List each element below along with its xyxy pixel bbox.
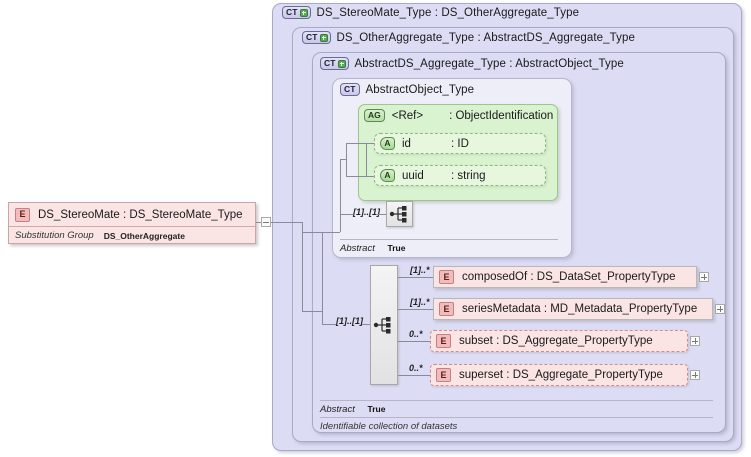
element-label: superset : DS_Aggregate_PropertyType: [459, 369, 663, 381]
expand-toggle-seriesmetadata[interactable]: [715, 304, 725, 314]
root-element-property-row: Substitution Group DS_OtherAggregate: [9, 227, 255, 244]
connector: [322, 232, 340, 233]
cardinality-composedof: [1]..*: [410, 265, 430, 275]
complextype-expand-icon[interactable]: CT: [282, 6, 311, 19]
attribute-type: : ID: [451, 137, 469, 150]
connector: [340, 159, 341, 232]
element-label: subset : DS_Aggregate_PropertyType: [459, 335, 653, 347]
container-header-abstractobject-type[interactable]: CT AbstractObject_Type: [340, 83, 474, 96]
connector: [302, 222, 303, 311]
expand-toggle-subset[interactable]: [690, 336, 700, 346]
connector: [346, 176, 374, 177]
connector: [346, 143, 347, 176]
sequence-compositor-upper[interactable]: [386, 201, 413, 227]
property-key: Substitution Group: [15, 230, 94, 241]
element-label: seriesMetadata : MD_Metadata_PropertyTyp…: [462, 303, 698, 315]
attribute-group-ref: <Ref>: [391, 109, 424, 122]
footer-value: True: [387, 243, 406, 253]
connector: [346, 143, 374, 144]
footer-abstract-abstractobject: Abstract True: [340, 243, 405, 254]
connector: [398, 309, 433, 310]
connector: [302, 311, 322, 312]
connector: [340, 214, 353, 215]
attribute-row-uuid[interactable]: A uuid : string: [374, 165, 546, 186]
element-row-seriesmetadata[interactable]: E seriesMetadata : MD_Metadata_PropertyT…: [433, 298, 713, 320]
container-title: AbstractObject_Type: [365, 83, 475, 96]
divider: [320, 400, 713, 401]
connector: [256, 222, 263, 223]
connector: [322, 324, 336, 325]
cardinality-superset: 0..*: [409, 363, 423, 373]
expand-toggle-superset[interactable]: [690, 370, 700, 380]
divider: [320, 417, 713, 418]
attribute-icon: A: [380, 169, 395, 182]
element-icon: E: [439, 270, 454, 284]
element-row-subset[interactable]: E subset : DS_Aggregate_PropertyType: [430, 330, 688, 352]
connector: [398, 341, 430, 342]
container-title: DS_StereoMate_Type : DS_OtherAggregate_T…: [316, 6, 580, 19]
attribute-type: : string: [451, 169, 486, 182]
element-icon: E: [15, 207, 30, 222]
container-title: AbstractDS_Aggregate_Type : AbstractObje…: [354, 57, 624, 70]
element-icon: E: [436, 334, 451, 348]
connector: [398, 277, 433, 278]
expand-toggle-composedof[interactable]: [699, 272, 709, 282]
connector: [362, 324, 370, 325]
root-element-ds-stereomate[interactable]: E DS_StereoMate : DS_StereoMate_Type Sub…: [8, 202, 256, 244]
divider: [340, 239, 558, 240]
footer-abstract-abstractds-aggregate: Abstract True: [320, 404, 385, 415]
cardinality-seriesmetadata: [1]..*: [410, 297, 430, 307]
sequence-icon: [389, 206, 406, 223]
sequence-icon: [373, 317, 391, 334]
attribute-row-id[interactable]: A id : ID: [374, 133, 546, 154]
connector: [302, 232, 322, 233]
connector: [376, 214, 386, 215]
footer-key: Abstract: [320, 404, 355, 415]
complextype-icon: CT: [340, 83, 360, 96]
container-header-ds-stereomate-type[interactable]: CT DS_StereoMate_Type : DS_OtherAggregat…: [282, 6, 579, 19]
container-header-abstractds-aggregate-type[interactable]: CT AbstractDS_Aggregate_Type : AbstractO…: [320, 57, 624, 70]
element-row-superset[interactable]: E superset : DS_Aggregate_PropertyType: [430, 364, 688, 386]
footer-key: Abstract: [340, 243, 375, 254]
attribute-icon: A: [380, 137, 395, 150]
property-value: DS_OtherAggregate: [103, 230, 185, 241]
footer-value: True: [367, 404, 386, 414]
container-title: DS_OtherAggregate_Type : AbstractDS_Aggr…: [336, 31, 635, 44]
connector: [366, 143, 367, 176]
attribute-name: id: [402, 137, 411, 150]
sequence-compositor-lower[interactable]: [370, 265, 398, 385]
element-icon: E: [436, 368, 451, 382]
root-element-title: DS_StereoMate : DS_StereoMate_Type: [38, 208, 243, 221]
documentation-text: Identifiable collection of datasets: [320, 421, 458, 432]
complextype-expand-icon[interactable]: CT: [302, 31, 331, 44]
connector: [322, 232, 323, 324]
collapse-toggle-root-element[interactable]: [261, 217, 271, 227]
attributegroup-icon: AG: [364, 109, 385, 122]
attribute-name: uuid: [402, 169, 424, 182]
element-label: composedOf : DS_DataSet_PropertyType: [462, 271, 676, 283]
cardinality-sequence-upper: [1]..[1]: [353, 207, 380, 217]
container-header-ds-otheraggregate-type[interactable]: CT DS_OtherAggregate_Type : AbstractDS_A…: [302, 31, 635, 44]
connector: [340, 159, 346, 160]
complextype-expand-icon[interactable]: CT: [320, 57, 349, 70]
element-icon: E: [439, 302, 454, 316]
root-element-title-row: E DS_StereoMate : DS_StereoMate_Type: [9, 203, 255, 227]
attribute-group-header[interactable]: AG <Ref> : ObjectIdentification: [364, 109, 553, 122]
connector: [271, 222, 302, 223]
cardinality-subset: 0..*: [409, 329, 423, 339]
cardinality-sequence-lower: [1]..[1]: [336, 316, 363, 326]
element-row-composedof[interactable]: E composedOf : DS_DataSet_PropertyType: [433, 266, 697, 288]
attribute-group-type: : ObjectIdentification: [449, 109, 554, 122]
connector: [398, 375, 430, 376]
